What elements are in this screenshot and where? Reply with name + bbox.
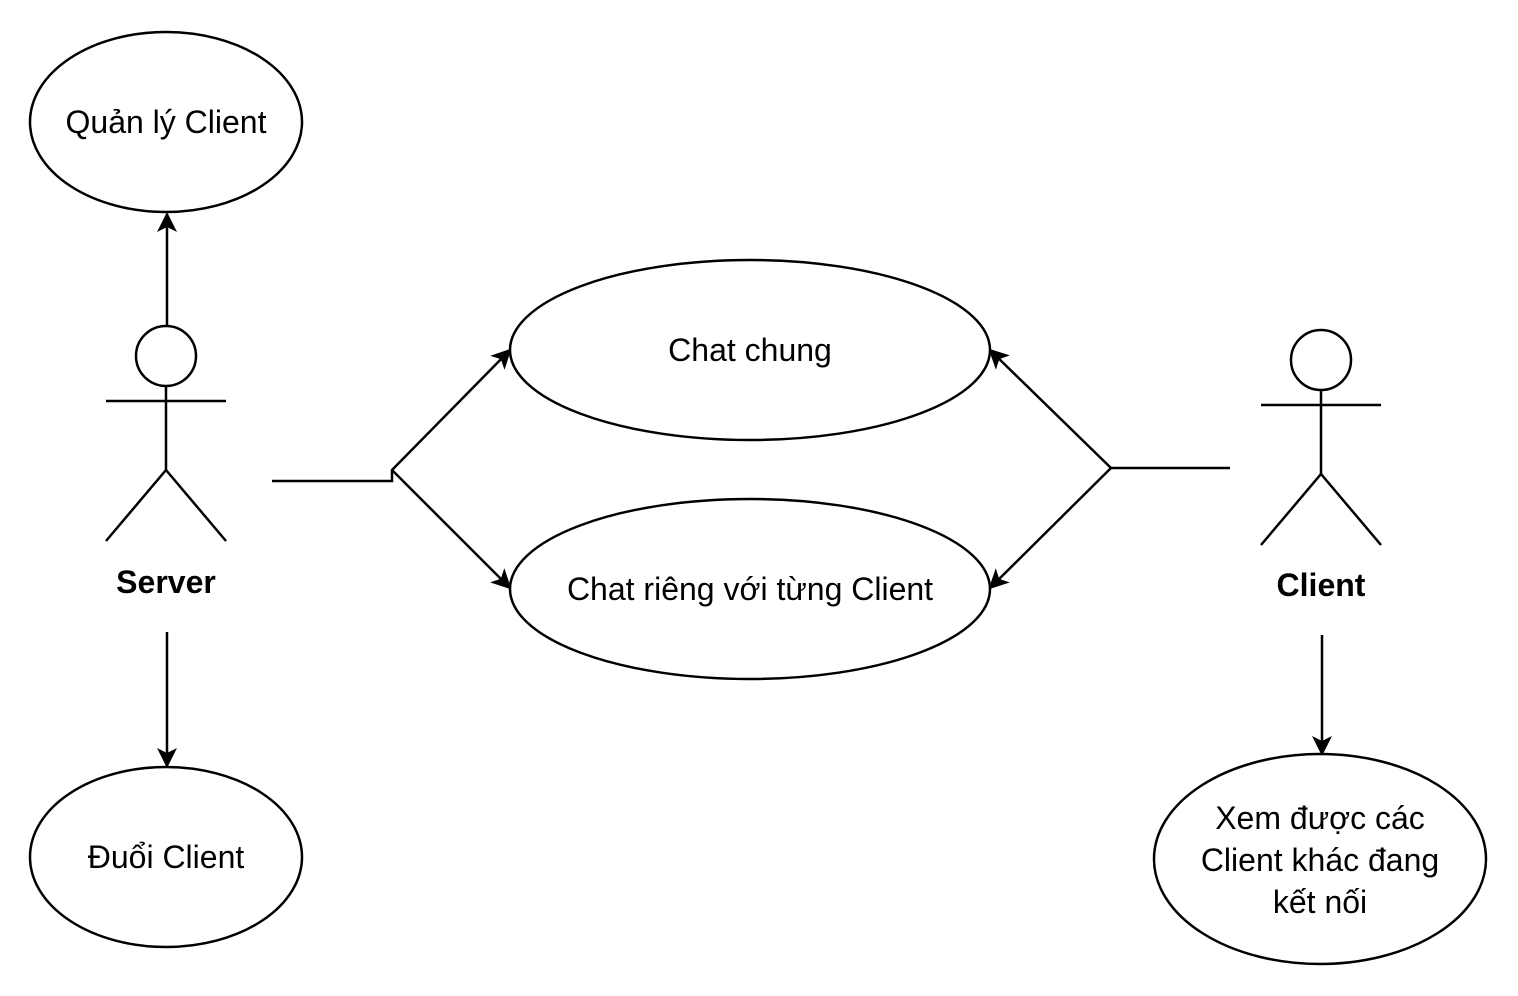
usecase-label: Chat riêng với từng Client: [567, 571, 933, 607]
usecase-label-line-3: kết nối: [1273, 884, 1367, 920]
stick-figure-icon: [105, 324, 227, 542]
usecase-label: Quản lý Client: [66, 104, 267, 140]
usecase-label-line-2: Client khác đang: [1201, 842, 1439, 878]
actor-label: Client: [1277, 567, 1366, 603]
usecase-chat-rieng[interactable]: Chat riêng với từng Client: [508, 497, 992, 681]
usecase-shape: [28, 30, 304, 214]
actor-label: Server: [116, 564, 216, 600]
usecase-quan-ly-client[interactable]: Quản lý Client: [28, 30, 304, 214]
usecase-shape: [508, 497, 992, 681]
edge-server-chat-chung: [272, 348, 512, 483]
usecase-xem-client[interactable]: Xem được các Client khác đang kết nối: [1152, 752, 1488, 966]
edges: [157, 212, 1332, 768]
usecase-chat-chung[interactable]: Chat chung: [508, 258, 992, 442]
usecase-label-line-1: Xem được các: [1215, 800, 1425, 836]
usecase-duoi-client[interactable]: Đuổi Client: [28, 765, 304, 949]
usecase-shape: [28, 765, 304, 949]
actor-server[interactable]: Server: [105, 324, 227, 600]
usecase-label: Đuổi Client: [88, 839, 245, 875]
edge-client-chat-rieng: [988, 467, 1112, 590]
edge-client-chat-chung: [988, 348, 1230, 470]
usecase-label: Chat chung: [668, 332, 832, 368]
usecase-shape: [1152, 752, 1488, 966]
usecase-shape: [508, 258, 992, 442]
stick-figure-icon: [1260, 328, 1382, 546]
edge-server-chat-rieng: [391, 469, 512, 590]
actor-client[interactable]: Client: [1260, 328, 1382, 603]
